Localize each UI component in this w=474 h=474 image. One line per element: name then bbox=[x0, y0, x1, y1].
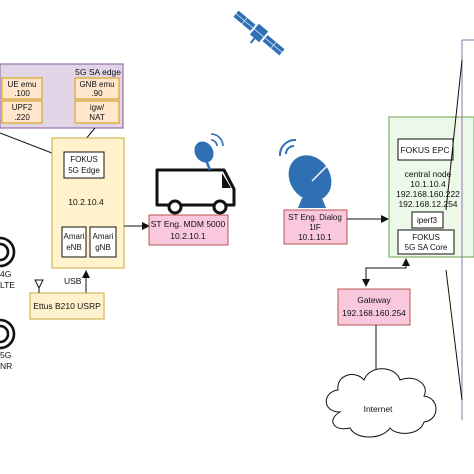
right-connector-1 bbox=[445, 59, 463, 211]
mdm-5000-box: ST Eng. MDM 5000 10.2.10.1 bbox=[148, 214, 229, 246]
gateway-label: Gateway bbox=[357, 295, 391, 305]
usrp-label: Ettus B210 USRP bbox=[33, 301, 101, 311]
antenna-icon bbox=[34, 279, 44, 293]
gateway-box: Gateway 192.168.160.254 bbox=[337, 288, 411, 326]
central-ip-1: 10.1.10.4 bbox=[410, 179, 446, 189]
internet-label: Internet bbox=[364, 404, 393, 414]
amari-enb-sub: eNB bbox=[66, 243, 82, 252]
right-connector-2 bbox=[445, 269, 463, 401]
usb-connection: USB bbox=[64, 270, 90, 293]
gateway-ip: 192.168.160.254 bbox=[342, 308, 406, 318]
gnb-emu-label: GNB emu bbox=[79, 80, 114, 89]
gnb-emu-ip: .90 bbox=[91, 89, 103, 98]
fokus-core-label: FOKUS bbox=[412, 233, 440, 242]
ue-emu-ip: .100 bbox=[14, 89, 30, 98]
ue-emu-box: UE emu .100 bbox=[1, 77, 43, 100]
dialog-modem-label: ST Eng. Dialog bbox=[288, 213, 342, 222]
nr-label-top: 5G bbox=[0, 350, 11, 360]
central-ip-2: 192.168.160.222 bbox=[396, 189, 460, 199]
central-ip-3: 192.168.12.254 bbox=[398, 199, 457, 209]
ue-emu-label: UE emu bbox=[8, 80, 37, 89]
ground-dish-icon bbox=[278, 138, 332, 208]
dialog-modem-box: ST Eng. Dialog 1IF 10.1.10.1 bbox=[283, 209, 348, 245]
central-node: FOKUS EPC central node 10.1.10.4 192.168… bbox=[388, 116, 474, 258]
edge-node-ip: 10.2.10.4 bbox=[68, 197, 104, 207]
dialog-modem-sub: 1IF bbox=[309, 223, 321, 232]
amari-enb-label: Amari bbox=[64, 232, 85, 241]
upf2-box: UPF2 .220 bbox=[1, 100, 43, 124]
iperf-box: iperf3 bbox=[411, 211, 444, 229]
fokus-edge-box: FOKUS 5G Edge bbox=[63, 151, 105, 179]
central-node-title: central node bbox=[405, 169, 452, 179]
gnb-emu-box: GNB emu .90 bbox=[74, 77, 120, 100]
upf2-ip: .220 bbox=[14, 113, 30, 122]
amari-enb-box: Amari eNB bbox=[61, 226, 87, 258]
mdm-5000-label: ST Eng. MDM 5000 bbox=[151, 219, 226, 229]
upf2-label: UPF2 bbox=[12, 103, 33, 112]
nr-signal-icon bbox=[0, 318, 16, 350]
central-to-gateway-arrow bbox=[362, 258, 410, 287]
satellite-icon bbox=[233, 10, 285, 56]
nr-label-bottom: NR bbox=[0, 361, 12, 371]
mdm-5000-ip: 10.2.10.1 bbox=[170, 231, 206, 241]
fokus-core-box: FOKUS 5G SA Core bbox=[397, 229, 455, 255]
fokus-edge-sub: 5G Edge bbox=[68, 166, 100, 175]
edge-cluster-title: 5G SA edge bbox=[75, 67, 121, 77]
iperf-label: iperf3 bbox=[417, 216, 438, 225]
nat-label: NAT bbox=[89, 113, 105, 122]
amari-gnb-box: Amari gNB bbox=[89, 226, 117, 258]
lte-label-bottom: LTE bbox=[0, 280, 15, 290]
fokus-epc-label: FOKUS EPC bbox=[400, 145, 449, 155]
usrp-box: Ettus B210 USRP bbox=[29, 292, 105, 320]
edge-cluster: 5G SA edge UE emu .100 GNB emu .90 UPF2 … bbox=[0, 63, 124, 129]
internet-cloud: Internet bbox=[325, 368, 437, 438]
edge-node: FOKUS 5G Edge 10.2.10.4 Amari eNB Amari … bbox=[51, 137, 125, 269]
right-panel-edge bbox=[461, 39, 474, 420]
lte-label-top: 4G bbox=[0, 269, 11, 279]
igw-nat-box: igw/ NAT bbox=[74, 100, 120, 124]
truck-dish-icon bbox=[194, 133, 224, 171]
dialog-modem-ip: 10.1.10.1 bbox=[298, 233, 332, 242]
truck-icon bbox=[155, 168, 236, 215]
lte-signal-icon bbox=[0, 236, 16, 268]
fokus-edge-label: FOKUS bbox=[70, 155, 98, 164]
usb-label: USB bbox=[64, 276, 82, 286]
fokus-core-sub: 5G SA Core bbox=[405, 243, 448, 252]
fokus-epc-box: FOKUS EPC bbox=[397, 138, 454, 161]
amari-gnb-label: Amari bbox=[93, 232, 114, 241]
igw-label: igw/ bbox=[90, 103, 105, 112]
amari-gnb-sub: gNB bbox=[95, 243, 111, 252]
